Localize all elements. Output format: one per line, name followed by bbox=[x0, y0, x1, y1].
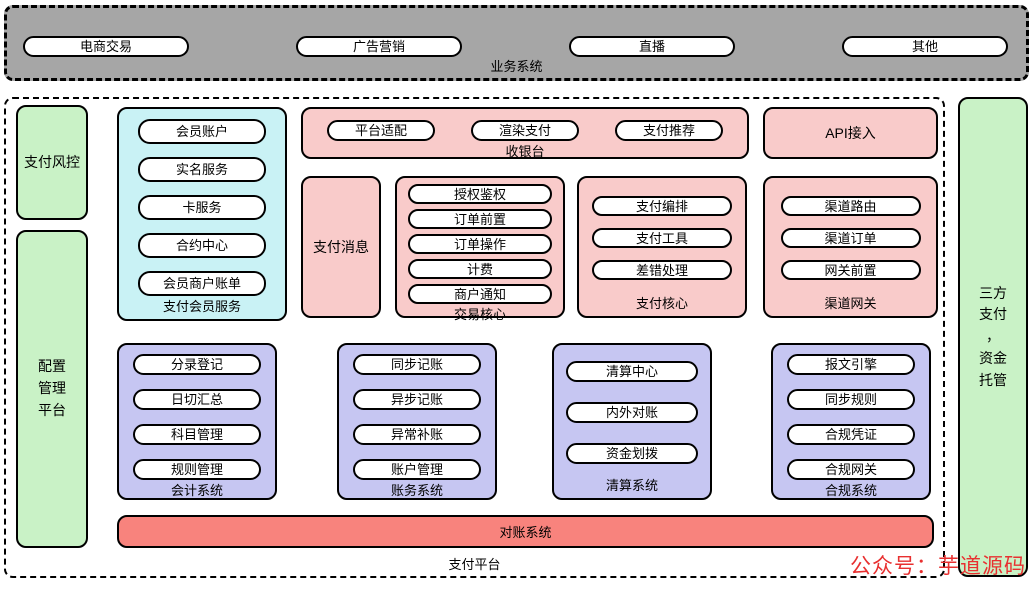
clearing-system-pills: 清算中心内外对账资金划拨 bbox=[554, 345, 710, 464]
transaction-core-label: 交易核心 bbox=[453, 307, 506, 322]
reconciliation-system-box: 对账系统 bbox=[117, 515, 934, 548]
pill: 异常补账 bbox=[353, 424, 481, 445]
pill: 规则管理 bbox=[133, 459, 261, 480]
business-system-box: 电商交易 广告营销 直播 其他 业务系统 bbox=[4, 5, 1029, 81]
config-management-label: 配置 管理 平台 bbox=[38, 358, 66, 418]
pill: 日切汇总 bbox=[133, 389, 261, 410]
pill: 合约中心 bbox=[138, 233, 266, 258]
transaction-core-pills: 授权鉴权订单前置订单操作计费商户通知 bbox=[397, 178, 563, 304]
pill: 报文引擎 bbox=[787, 354, 915, 375]
pay-message-box: 支付消息 bbox=[301, 176, 381, 318]
payment-platform-label: 支付平台 bbox=[448, 557, 501, 572]
compliance-system-box: 报文引擎同步规则合规凭证合规网关 合规系统 bbox=[771, 343, 931, 500]
pill: 会员商户账单 bbox=[138, 271, 266, 296]
pill: 清算中心 bbox=[566, 361, 698, 382]
member-service-box: 会员账户实名服务卡服务合约中心会员商户账单 支付会员服务 bbox=[117, 107, 287, 321]
cashier-label: 收银台 bbox=[505, 144, 545, 159]
reconciliation-system-label: 对账系统 bbox=[499, 525, 552, 540]
pill: 其他 bbox=[842, 36, 1008, 57]
pill: 渲染支付 bbox=[471, 120, 579, 141]
third-party-box: 三方 支付 ， 资金 托管 bbox=[958, 97, 1028, 577]
payment-core-label: 支付核心 bbox=[635, 296, 688, 311]
pill: 订单操作 bbox=[408, 234, 552, 254]
clearing-system-box: 清算中心内外对账资金划拨 清算系统 bbox=[552, 343, 712, 500]
pill: 资金划拨 bbox=[566, 443, 698, 464]
pill: 合规网关 bbox=[787, 459, 915, 480]
api-access-box: API接入 bbox=[763, 107, 938, 159]
pill: 异步记账 bbox=[353, 389, 481, 410]
channel-gateway-label: 渠道网关 bbox=[824, 296, 877, 311]
pill: 支付工具 bbox=[592, 228, 732, 248]
compliance-system-label: 合规系统 bbox=[824, 483, 877, 498]
pay-message-label: 支付消息 bbox=[313, 239, 369, 255]
pill: 商户通知 bbox=[408, 284, 552, 304]
pill: 直播 bbox=[569, 36, 735, 57]
member-service-pills: 会员账户实名服务卡服务合约中心会员商户账单 bbox=[119, 109, 285, 296]
risk-control-label: 支付风控 bbox=[24, 153, 80, 170]
bookkeeping-system-box: 同步记账异步记账异常补账账户管理 账务系统 bbox=[337, 343, 497, 500]
accounting-system-label: 会计系统 bbox=[170, 483, 223, 498]
member-service-label: 支付会员服务 bbox=[162, 299, 241, 314]
pill: 差错处理 bbox=[592, 260, 732, 280]
pill: 网关前置 bbox=[780, 260, 921, 280]
api-access-label: API接入 bbox=[825, 125, 876, 141]
cashier-pills: 平台适配 渲染支付 支付推荐 bbox=[303, 109, 747, 141]
config-management-box: 配置 管理 平台 bbox=[16, 230, 88, 548]
business-system-pill-row: 电商交易 广告营销 直播 其他 bbox=[7, 36, 1026, 57]
pill: 订单前置 bbox=[408, 209, 552, 229]
clearing-system-label: 清算系统 bbox=[605, 478, 658, 493]
watermark-text: 公众号：芋道源码 bbox=[850, 554, 1026, 578]
pill: 渠道路由 bbox=[780, 196, 921, 216]
compliance-system-pills: 报文引擎同步规则合规凭证合规网关 bbox=[773, 345, 929, 480]
pill: 支付编排 bbox=[592, 196, 732, 216]
pill: 分录登记 bbox=[133, 354, 261, 375]
business-system-label: 业务系统 bbox=[490, 59, 543, 74]
pill: 电商交易 bbox=[23, 36, 189, 57]
channel-gateway-pills: 渠道路由渠道订单网关前置 bbox=[765, 178, 936, 280]
risk-control-box: 支付风控 bbox=[16, 105, 88, 220]
payment-core-box: 支付编排支付工具差错处理 支付核心 bbox=[577, 176, 747, 318]
accounting-system-box: 分录登记日切汇总科目管理规则管理 会计系统 bbox=[117, 343, 277, 500]
pill: 同步规则 bbox=[787, 389, 915, 410]
pill: 授权鉴权 bbox=[408, 184, 552, 204]
pill: 广告营销 bbox=[296, 36, 462, 57]
channel-gateway-box: 渠道路由渠道订单网关前置 渠道网关 bbox=[763, 176, 938, 318]
pill: 实名服务 bbox=[138, 157, 266, 182]
pill: 合规凭证 bbox=[787, 424, 915, 445]
transaction-core-box: 授权鉴权订单前置订单操作计费商户通知 交易核心 bbox=[395, 176, 565, 322]
third-party-label: 三方 支付 ， 资金 托管 bbox=[979, 284, 1007, 388]
pill: 支付推荐 bbox=[615, 120, 723, 141]
pill: 平台适配 bbox=[327, 120, 435, 141]
cashier-box: 平台适配 渲染支付 支付推荐 收银台 bbox=[301, 107, 749, 159]
bookkeeping-system-label: 账务系统 bbox=[390, 483, 443, 498]
pill: 卡服务 bbox=[138, 195, 266, 220]
bookkeeping-system-pills: 同步记账异步记账异常补账账户管理 bbox=[339, 345, 495, 480]
pill: 渠道订单 bbox=[780, 228, 921, 248]
pill: 账户管理 bbox=[353, 459, 481, 480]
pill: 计费 bbox=[408, 259, 552, 279]
pill: 科目管理 bbox=[133, 424, 261, 445]
payment-core-pills: 支付编排支付工具差错处理 bbox=[579, 178, 745, 280]
pill: 会员账户 bbox=[138, 119, 266, 144]
accounting-system-pills: 分录登记日切汇总科目管理规则管理 bbox=[119, 345, 275, 480]
pill: 同步记账 bbox=[353, 354, 481, 375]
pill: 内外对账 bbox=[566, 402, 698, 423]
